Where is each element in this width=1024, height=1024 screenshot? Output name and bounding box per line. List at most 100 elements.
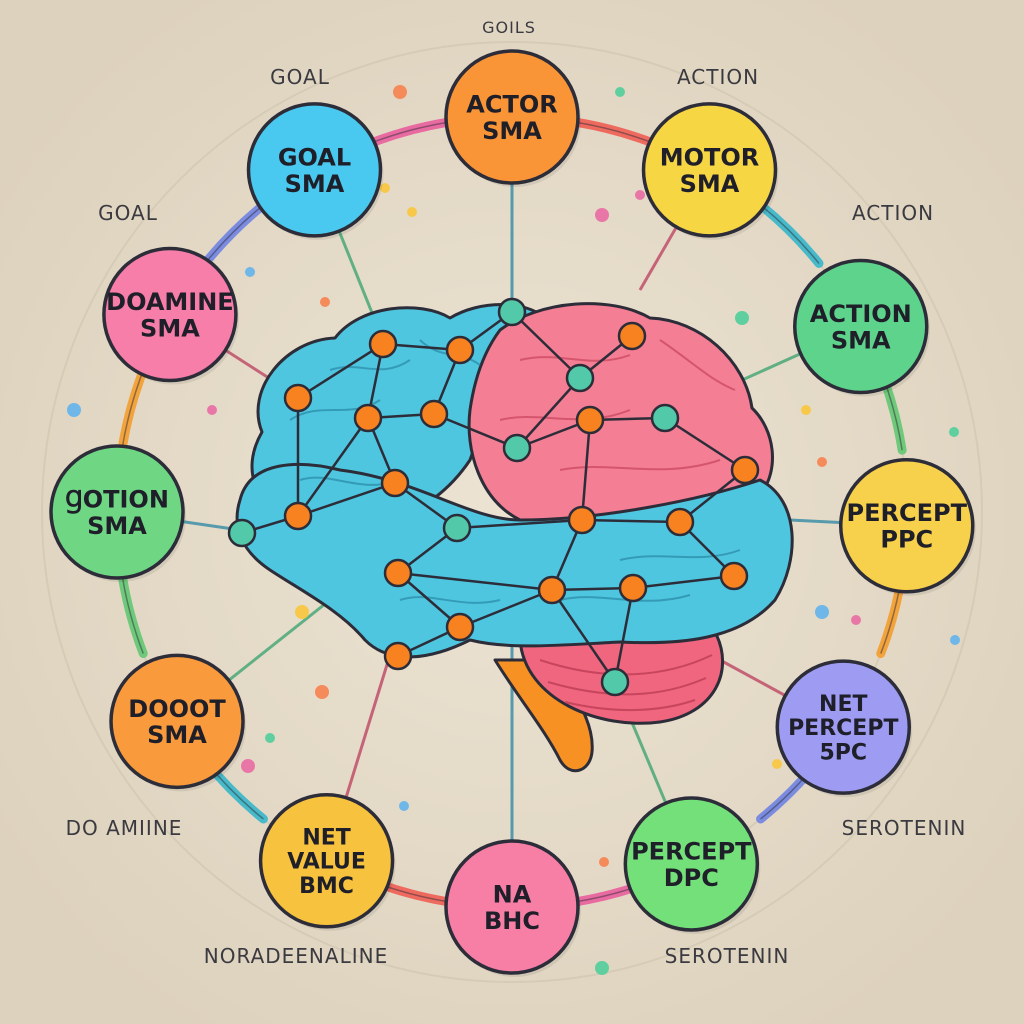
neuron-node-orange: [567, 505, 597, 535]
neuron-node-teal: [650, 403, 680, 433]
node-circle: [623, 796, 760, 932]
decorative-dot: [399, 801, 409, 811]
node-label-line: ACTOR: [466, 90, 557, 118]
brain-icon: [235, 302, 794, 773]
node-circle: [444, 49, 580, 185]
node-circle: [246, 102, 383, 238]
decorative-dot: [801, 405, 811, 415]
neuron-link: [664, 416, 746, 472]
node-label-line: SMA: [482, 117, 542, 145]
decorative-dot: [772, 759, 782, 769]
decorative-dot: [320, 297, 330, 307]
neuron-link: [580, 419, 592, 521]
node-circle: [109, 653, 245, 790]
neuron-link: [581, 518, 681, 524]
node-circle: [839, 458, 975, 594]
decorative-dot: [393, 85, 407, 99]
neuron-link: [511, 311, 581, 379]
neuron-node-orange: [445, 612, 475, 642]
node-label-line: VALUE: [287, 850, 366, 875]
neuron-node-orange: [419, 399, 449, 429]
node-circle: [258, 793, 395, 929]
node-label-line: MOTOR: [660, 143, 760, 171]
node-circle: [641, 102, 778, 238]
neuron-node-orange: [283, 501, 313, 531]
neuron-link: [297, 481, 396, 518]
outer-label-goal-upper: GOAL: [270, 65, 330, 89]
node-label-line: SMA: [285, 170, 345, 198]
neuron-node-teal: [442, 513, 472, 543]
outer-label-noradrenaline-bottom: NORADEENALINE: [204, 944, 388, 968]
node-label-line: BMC: [299, 874, 354, 899]
neuron-node-orange: [353, 403, 383, 433]
neuron-network: [227, 297, 760, 697]
node-ring: ACTORSMAMOTORSMAACTIONSMAPERCEPTPPCNETPE…: [49, 49, 976, 977]
neuron-link: [296, 417, 370, 517]
outer-label-serotonin-right: SEROTENIN: [842, 816, 967, 840]
neuron-node-orange: [445, 335, 475, 365]
decorative-dot: [67, 403, 81, 417]
node-label-line: PPC: [880, 526, 933, 554]
decorative-dot: [315, 685, 329, 699]
node-label-line: 5PC: [819, 740, 867, 765]
neuron-link: [613, 587, 635, 683]
neuron-node-orange: [383, 558, 413, 588]
neuron-node-teal: [502, 433, 532, 463]
decorative-dot: [265, 733, 275, 743]
outer-label-serotonin-bottom: SEROTENIN: [665, 944, 790, 968]
neuron-node-orange: [380, 468, 410, 498]
node-label-line: SMA: [147, 721, 207, 749]
node-label-line: SMA: [87, 512, 147, 540]
neuron-link: [516, 377, 581, 449]
node-circle: [775, 659, 912, 795]
node-label-line: NA: [493, 880, 532, 908]
outer-label-dopamine-left: DO AMIINE: [66, 816, 183, 840]
decorative-dot: [407, 207, 417, 217]
neuron-link: [433, 412, 518, 450]
node-label-line: DPC: [664, 864, 719, 892]
neuron-node-orange: [283, 383, 313, 413]
node-label-line: NET: [819, 692, 867, 717]
node-circle: [793, 258, 929, 395]
brain-blue-temporal: [235, 462, 794, 659]
decorative-dot: [207, 405, 217, 415]
neuron-node-teal: [497, 297, 527, 327]
decorative-dot: [380, 183, 390, 193]
neuron-node-orange: [719, 561, 749, 591]
node-label-line: GOAL: [278, 143, 351, 171]
node-circle: [444, 839, 580, 975]
decorative-dot: [599, 857, 609, 867]
neuron-link: [632, 574, 735, 590]
outer-label-goal-left: GOAL: [98, 201, 158, 225]
decorative-dot: [595, 961, 609, 975]
decorative-dot: [595, 208, 609, 222]
neuron-node-orange: [665, 507, 695, 537]
decorative-dot: [817, 457, 827, 467]
decorative-dot: [949, 427, 959, 437]
decorative-dot: [241, 759, 255, 773]
neuron-node-orange: [618, 573, 648, 603]
node-label-line: NET: [302, 825, 350, 850]
neuron-link: [456, 518, 583, 530]
decorative-dot: [950, 635, 960, 645]
node-label-line: DOAMINE: [106, 288, 234, 316]
node-circle: [49, 444, 185, 580]
neuron-link: [550, 589, 617, 683]
neuron-node-orange: [617, 321, 647, 351]
neuron-node-orange: [730, 455, 760, 485]
neuron-link: [397, 571, 553, 592]
neuron-node-teal: [227, 518, 257, 548]
